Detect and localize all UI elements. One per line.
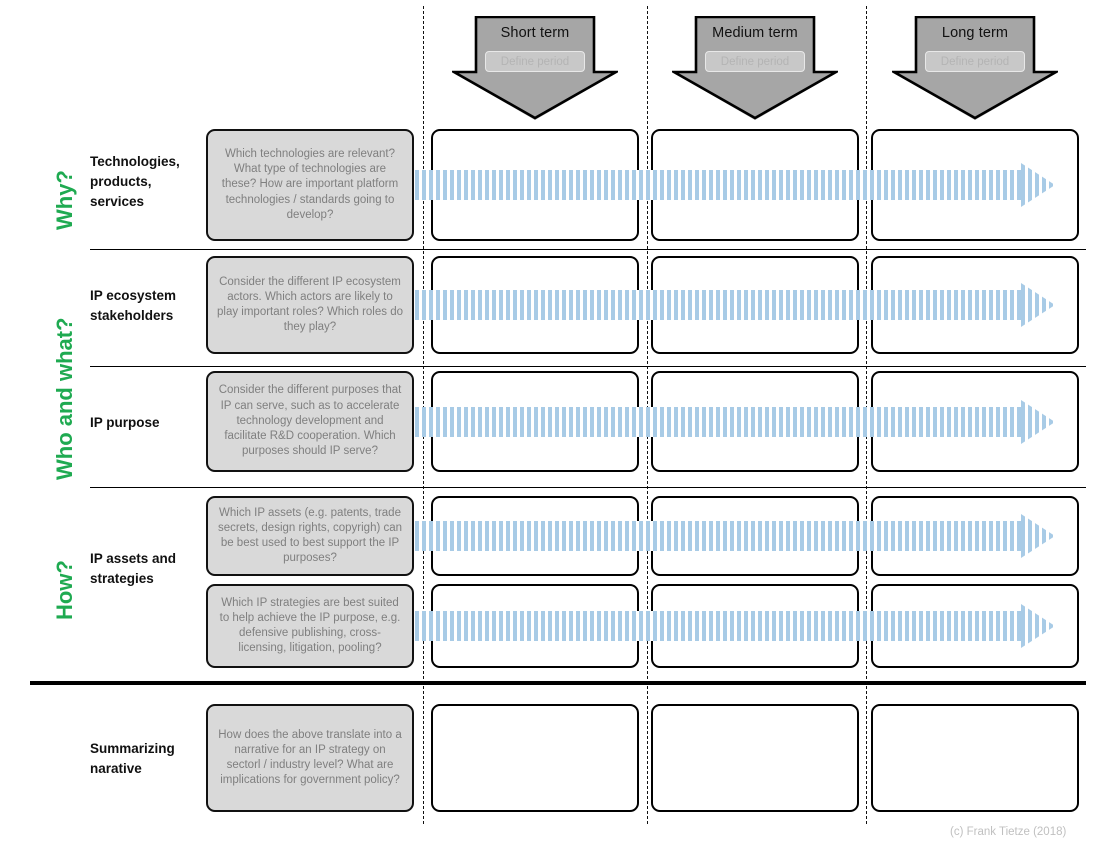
row-title-summarizing-narative: Summarizing narative (90, 741, 175, 776)
answer-box-ip-strategies-long[interactable] (871, 584, 1079, 668)
answer-box-ip-purpose-short[interactable] (431, 371, 639, 472)
row-divider-stakeholders-purpose (90, 366, 1086, 367)
row-title-ip-assets-strategies: IP assets and strategies (90, 551, 177, 586)
column-divider-3 (866, 6, 867, 824)
section-label-why: Why? (52, 170, 77, 230)
column-divider-2 (647, 6, 648, 824)
time-column-header-short-term[interactable]: Short term Define period (452, 16, 618, 120)
column-divider-1 (423, 6, 424, 824)
answer-box-ip-strategies-short[interactable] (431, 584, 639, 668)
prompt-technologies: Which technologies are relevant? What ty… (206, 129, 414, 241)
row-title-stakeholders: IP ecosystem stakeholders (90, 288, 177, 323)
answer-box-stakeholders-medium[interactable] (651, 256, 859, 354)
arrow-outline-icon (892, 16, 1058, 120)
answer-box-technologies-short[interactable] (431, 129, 639, 241)
section-label-who-and-what: Who and what? (52, 317, 77, 480)
arrow-outline-icon (452, 16, 618, 120)
time-column-label: Long term (941, 25, 1009, 41)
arrow-outline-icon (672, 16, 838, 120)
answer-box-ip-assets-long[interactable] (871, 496, 1079, 576)
row-title-ip-purpose: IP purpose (90, 415, 160, 430)
answer-box-technologies-long[interactable] (871, 129, 1079, 241)
define-period-input[interactable]: Define period (925, 51, 1025, 72)
time-column-header-long-term[interactable]: Long term Define period (892, 16, 1058, 120)
define-period-input[interactable]: Define period (705, 51, 805, 72)
answer-box-ip-purpose-medium[interactable] (651, 371, 859, 472)
time-column-label: Medium term (712, 25, 798, 41)
define-period-input[interactable]: Define period (485, 51, 585, 72)
answer-box-technologies-medium[interactable] (651, 129, 859, 241)
section-divider-why-who (90, 249, 1086, 250)
answer-box-ip-purpose-long[interactable] (871, 371, 1079, 472)
row-title-technologies: Technologies, products, services (90, 154, 180, 209)
prompt-stakeholders: Consider the different IP ecosystem acto… (206, 256, 414, 354)
prompt-ip-assets: Which IP assets (e.g. patents, trade sec… (206, 496, 414, 576)
time-column-header-medium-term[interactable]: Medium term Define period (672, 16, 838, 120)
prompt-ip-purpose: Consider the different purposes that IP … (206, 371, 414, 472)
copyright-credit: (c) Frank Tietze (2018) (950, 826, 1067, 838)
section-label-how: How? (52, 560, 77, 620)
time-column-label: Short term (500, 25, 570, 41)
answer-box-stakeholders-short[interactable] (431, 256, 639, 354)
prompt-summarizing-narative: How does the above translate into a narr… (206, 704, 414, 812)
section-divider-summary (30, 681, 1086, 685)
section-divider-who-how (90, 487, 1086, 488)
answer-box-ip-strategies-medium[interactable] (651, 584, 859, 668)
answer-box-ip-assets-medium[interactable] (651, 496, 859, 576)
answer-box-ip-assets-short[interactable] (431, 496, 639, 576)
answer-box-summary-medium[interactable] (651, 704, 859, 812)
answer-box-stakeholders-long[interactable] (871, 256, 1079, 354)
answer-box-summary-short[interactable] (431, 704, 639, 812)
answer-box-summary-long[interactable] (871, 704, 1079, 812)
prompt-ip-strategies: Which IP strategies are best suited to h… (206, 584, 414, 668)
